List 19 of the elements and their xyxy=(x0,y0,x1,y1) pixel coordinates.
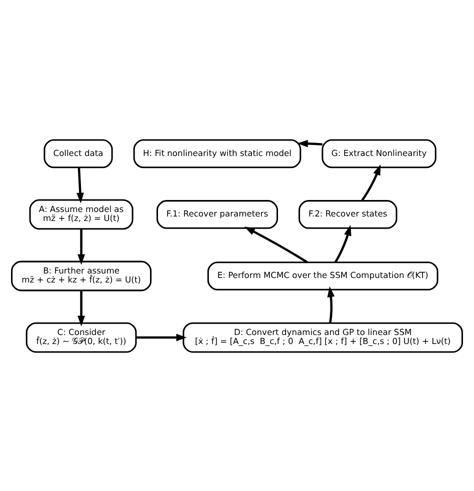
arrow xyxy=(361,164,381,201)
node-box: F.2: Recover states xyxy=(298,200,398,228)
arrow xyxy=(327,286,335,323)
arrow xyxy=(136,333,187,341)
arrow xyxy=(76,167,84,203)
arrow xyxy=(244,226,308,263)
node-box: G: Extract Nonlinearity xyxy=(322,138,436,168)
arrow xyxy=(78,228,86,264)
node-box: H: Fit nonlinearity with static model xyxy=(133,138,302,168)
arrow xyxy=(334,224,352,262)
node-box: F.1: Recover parameters xyxy=(156,200,278,228)
node-box: E: Perform MCMC over the SSM Computation 𝒪(KT) xyxy=(207,261,438,290)
arrow xyxy=(297,139,322,147)
node-box: C: Consider f̂(z, ż) ~ 𝒢𝒫(0, k(t, t′)) xyxy=(26,322,137,352)
arrow xyxy=(78,290,86,326)
node-box: A: Assume model as mz̈ + f(z, ż) = U(t) xyxy=(29,198,134,230)
node-box: B: Further assume mz̈ + cż + kz + f̂(z, ż) = U(t) xyxy=(11,260,152,291)
node-box: Collect data xyxy=(44,138,113,168)
node-box: D: Convert dynamics and GP to linear SSM [ẋ ; ḟ] = [A_c,s B_c,f ; 0 A_c,f] [x ; f] + [B_c,s ; 0] U(t) + Lν(t) xyxy=(182,322,463,352)
